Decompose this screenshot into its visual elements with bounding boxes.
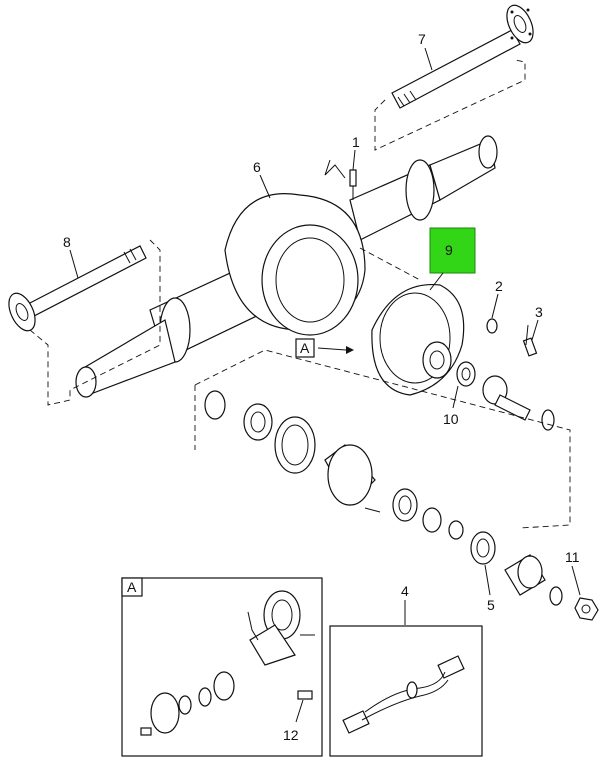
view-a-marker: A: [295, 338, 354, 358]
axle-shaft-upper[interactable]: [391, 1, 538, 109]
callout-10: 10: [443, 385, 459, 427]
differential-carrier[interactable]: [371, 283, 465, 396]
inset-view-a: A 12: [121, 577, 323, 757]
svg-text:4: 4: [401, 583, 409, 599]
axle-shaft-left[interactable]: [4, 245, 147, 335]
callout-12: 12: [283, 699, 304, 743]
pinion-seal-10[interactable]: [456, 361, 476, 387]
svg-text:11: 11: [565, 549, 580, 565]
svg-text:10: 10: [443, 411, 459, 427]
svg-text:2: 2: [495, 278, 503, 294]
svg-text:6: 6: [253, 159, 261, 175]
svg-text:12: 12: [283, 727, 299, 743]
callout-4: 4: [401, 583, 409, 625]
washer-yoke[interactable]: [549, 586, 563, 606]
callout-8: 8: [63, 234, 79, 279]
wire-harness-4[interactable]: [342, 655, 465, 734]
svg-text:A: A: [300, 340, 310, 356]
inset-gear[interactable]: [247, 590, 315, 666]
svg-text:3: 3: [535, 304, 543, 320]
spacer-ring[interactable]: [541, 409, 555, 431]
axle-housing[interactable]: [75, 135, 498, 398]
svg-text:5: 5: [487, 597, 495, 613]
bolt-3[interactable]: [522, 324, 538, 357]
callout-5: 5: [484, 564, 495, 613]
differential-gear-train[interactable]: [204, 390, 464, 540]
callout-9-highlight[interactable]: 9: [429, 227, 476, 291]
breather-vent[interactable]: [324, 159, 357, 200]
inset-parts[interactable]: [140, 671, 313, 736]
svg-text:8: 8: [63, 234, 71, 250]
svg-text:1: 1: [352, 134, 360, 150]
callout-7: 7: [418, 31, 433, 71]
pinion-yoke[interactable]: [504, 554, 546, 596]
callout-6: 6: [253, 159, 271, 199]
callout-1: 1: [352, 134, 360, 171]
pinion-gear[interactable]: [482, 375, 531, 421]
svg-text:9: 9: [445, 242, 453, 258]
callout-3: 3: [531, 304, 543, 341]
pinion-nut-11[interactable]: [574, 597, 599, 621]
callout-2: 2: [491, 278, 503, 319]
washer-2[interactable]: [486, 318, 498, 334]
inset-part-4: [329, 625, 483, 757]
svg-text:7: 7: [418, 31, 426, 47]
yoke-seal-5[interactable]: [470, 531, 496, 565]
svg-text:A: A: [127, 579, 137, 595]
callout-11: 11: [565, 549, 581, 596]
